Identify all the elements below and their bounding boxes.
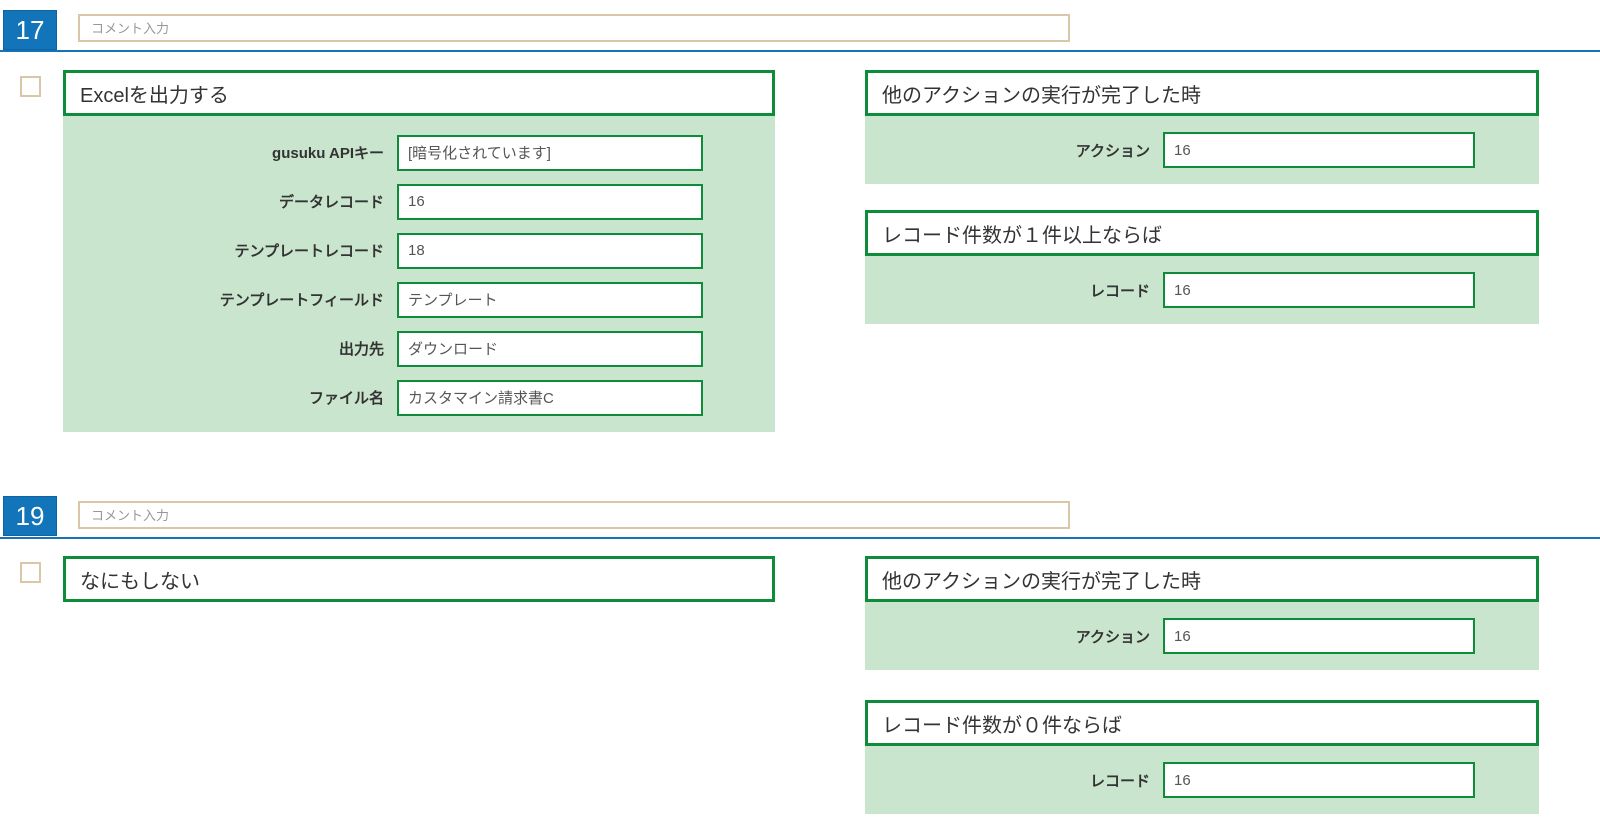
param-label: テンプレートフィールド <box>219 292 384 309</box>
param-row: データレコード 16 <box>63 177 775 226</box>
param-row: テンプレートフィールド テンプレート <box>63 275 775 324</box>
param-row: レコード 16 <box>865 272 1539 308</box>
event-card-19: 他のアクションの実行が完了した時 アクション 16 <box>865 556 1539 670</box>
param-row: ファイル名 カスタマイン請求書C <box>63 373 775 422</box>
condition-card-17: レコード件数が１件以上ならば レコード 16 <box>865 210 1539 324</box>
param-label: gusuku APIキー <box>272 145 384 162</box>
param-row: アクション 16 <box>865 618 1539 654</box>
param-label: データレコード <box>278 194 384 211</box>
section-divider <box>0 537 1600 539</box>
param-value-input[interactable]: 16 <box>397 183 703 220</box>
select-checkbox-19[interactable] <box>20 562 41 583</box>
param-value-input[interactable]: テンプレート <box>397 281 703 318</box>
param-label: レコード <box>1089 282 1150 300</box>
param-label: 出力先 <box>338 341 384 358</box>
action-number-badge-19: 19 <box>3 496 57 536</box>
action-params-panel: gusuku APIキー [暗号化されています] データレコード 16 テンプレ… <box>63 116 775 432</box>
param-value-input[interactable]: 16 <box>1163 762 1475 798</box>
condition-params-panel: レコード 16 <box>865 746 1539 814</box>
select-checkbox-17[interactable] <box>20 76 41 97</box>
event-params-panel: アクション 16 <box>865 602 1539 670</box>
event-title[interactable]: 他のアクションの実行が完了した時 <box>865 70 1539 116</box>
comment-input-17[interactable] <box>78 14 1070 42</box>
param-label: アクション <box>1075 628 1150 646</box>
event-title[interactable]: 他のアクションの実行が完了した時 <box>865 556 1539 602</box>
param-value-input[interactable]: [暗号化されています] <box>397 134 703 171</box>
condition-params-panel: レコード 16 <box>865 256 1539 324</box>
action-card-19: なにもしない <box>63 556 775 602</box>
param-label: レコード <box>1089 772 1150 790</box>
action-title[interactable]: なにもしない <box>63 556 775 602</box>
param-label: テンプレートレコード <box>234 243 384 260</box>
param-value-input[interactable]: カスタマイン請求書C <box>397 379 703 416</box>
condition-title[interactable]: レコード件数が１件以上ならば <box>865 210 1539 256</box>
param-row: gusuku APIキー [暗号化されています] <box>63 128 775 177</box>
param-value-input[interactable]: ダウンロード <box>397 330 703 367</box>
param-label: ファイル名 <box>308 390 384 407</box>
param-row: テンプレートレコード 18 <box>63 226 775 275</box>
action-number-badge-17: 17 <box>3 10 57 50</box>
condition-title[interactable]: レコード件数が０件ならば <box>865 700 1539 746</box>
event-params-panel: アクション 16 <box>865 116 1539 184</box>
event-card-17: 他のアクションの実行が完了した時 アクション 16 <box>865 70 1539 184</box>
action-card-17: Excelを出力する gusuku APIキー [暗号化されています] データレ… <box>63 70 775 432</box>
param-value-input[interactable]: 18 <box>397 232 703 269</box>
param-row: 出力先 ダウンロード <box>63 324 775 373</box>
param-value-input[interactable]: 16 <box>1163 618 1475 654</box>
comment-input-19[interactable] <box>78 501 1070 529</box>
param-row: レコード 16 <box>865 762 1539 798</box>
param-value-input[interactable]: 16 <box>1163 132 1475 168</box>
param-row: アクション 16 <box>865 132 1539 168</box>
action-title[interactable]: Excelを出力する <box>63 70 775 116</box>
section-divider <box>0 50 1600 52</box>
param-label: アクション <box>1075 142 1150 160</box>
param-value-input[interactable]: 16 <box>1163 272 1475 308</box>
condition-card-19: レコード件数が０件ならば レコード 16 <box>865 700 1539 814</box>
